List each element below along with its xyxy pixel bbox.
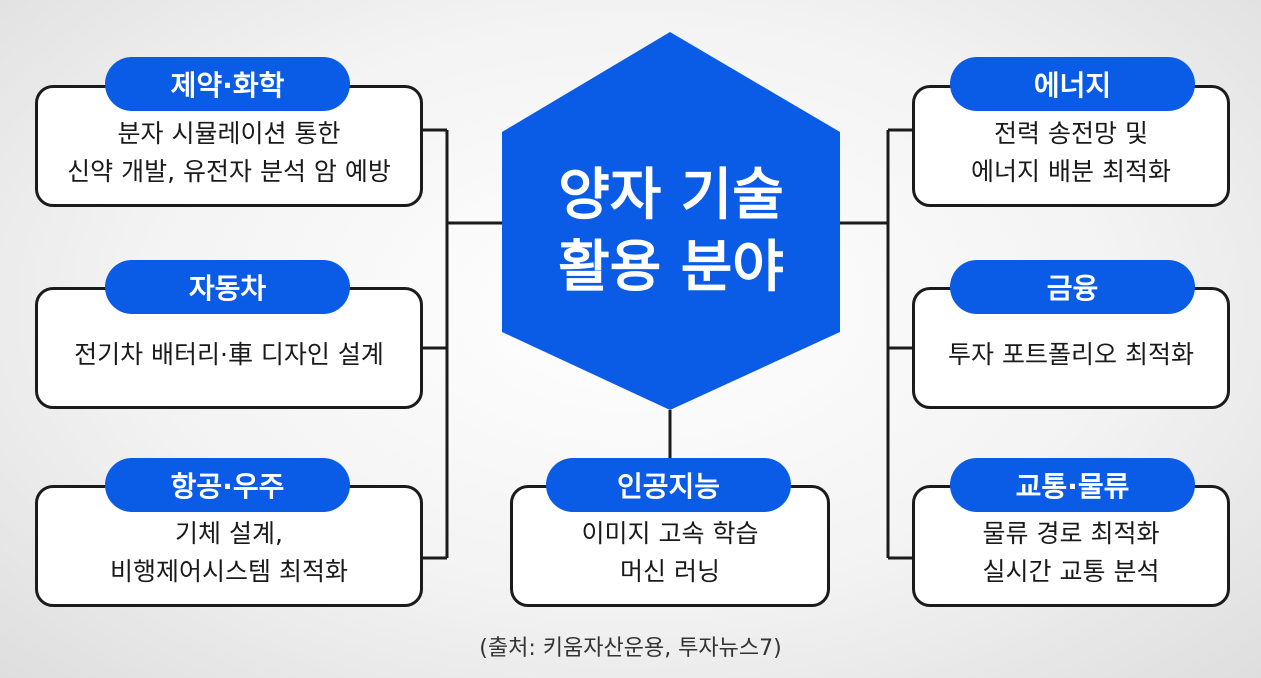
label-auto: 자동차	[105, 260, 350, 314]
label-ai: 인공지능	[546, 458, 791, 512]
card-pharma-line-2: 신약 개발, 유전자 분석 암 예방	[67, 157, 391, 186]
center-title-line-2: 활용 분야	[558, 235, 784, 300]
card-traffic-line-2: 실시간 교통 분석	[982, 557, 1160, 586]
card-traffic-line-1: 물류 경로 최적화	[982, 519, 1160, 548]
source-note: (출처: 키움자산운용, 투자뉴스7)	[479, 636, 782, 661]
label-pharma: 제약·화학	[105, 57, 350, 111]
card-ai-line-1: 이미지 고속 학습	[581, 519, 759, 548]
card-energy-line-2: 에너지 배분 최적화	[971, 157, 1171, 186]
card-ai-line-2: 머신 러닝	[620, 557, 720, 586]
label-finance: 금융	[950, 260, 1195, 314]
label-energy: 에너지	[950, 57, 1195, 111]
card-auto-line-1: 전기차 배터리·車 디자인 설계	[74, 340, 384, 369]
card-pharma-line-1: 분자 시뮬레이션 통한	[117, 119, 341, 148]
card-aero-line-1: 기체 설계,	[175, 519, 283, 548]
center-hexagon	[502, 32, 840, 410]
center-title: 양자 기술 활용 분야	[502, 132, 840, 332]
card-finance-line-1: 투자 포트폴리오 최적화	[948, 340, 1194, 369]
center-title-line-1: 양자 기술	[558, 163, 784, 228]
card-energy-line-1: 전력 송전망 및	[994, 119, 1148, 148]
card-aero-line-2: 비행제어시스템 최적화	[110, 557, 348, 586]
label-aero: 항공·우주	[105, 458, 350, 512]
label-traffic: 교통·물류	[950, 458, 1195, 512]
